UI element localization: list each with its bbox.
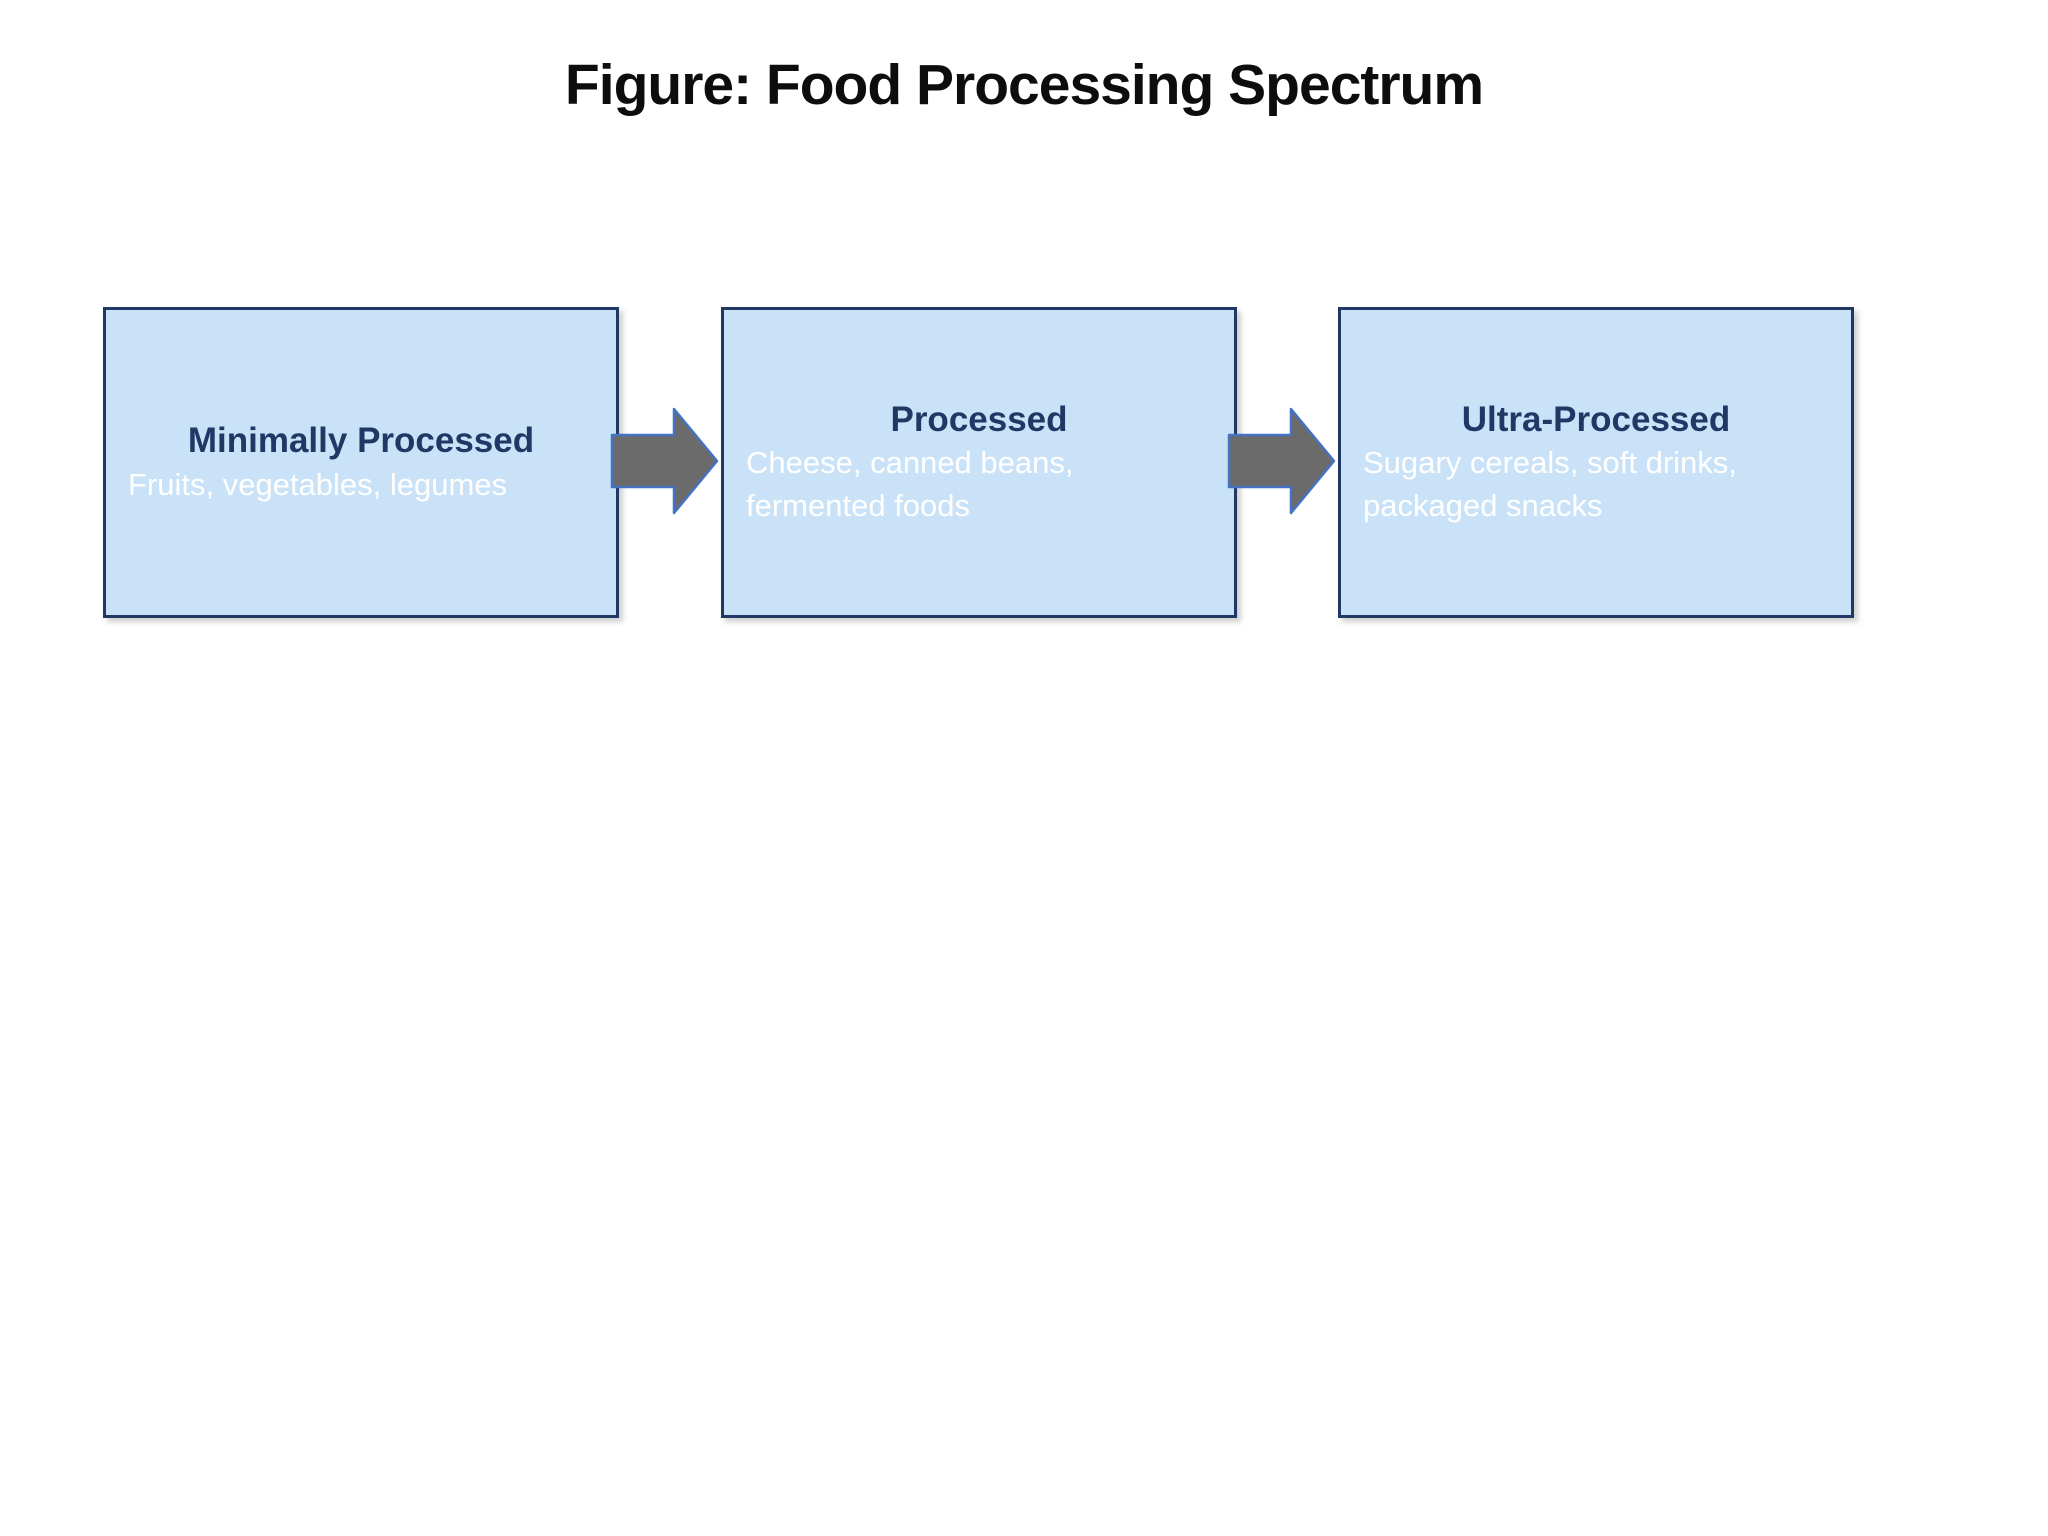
stage-examples: Fruits, vegetables, legumes <box>128 466 508 502</box>
stage-label: Minimally Processed <box>187 421 535 461</box>
stage-examples: Sugary cereals, soft drinks, packaged sn… <box>1363 445 1737 524</box>
stage-label: Processed <box>890 399 1068 439</box>
stage-examples: Cheese, canned beans, fermented foods <box>746 445 1074 524</box>
stage-box-ultra-processed: Ultra-Processed Sugary cereals, soft dri… <box>1338 307 1854 618</box>
stage-box-minimally-processed: Minimally Processed Fruits, vegetables, … <box>103 307 619 618</box>
right-arrow-icon <box>1227 407 1336 515</box>
figure-title: Figure: Food Processing Spectrum <box>564 53 1484 117</box>
right-arrow-icon <box>610 407 719 515</box>
stage-label: Ultra-Processed <box>1461 399 1731 439</box>
stage-box-processed: Processed Cheese, canned beans, fermente… <box>721 307 1237 618</box>
